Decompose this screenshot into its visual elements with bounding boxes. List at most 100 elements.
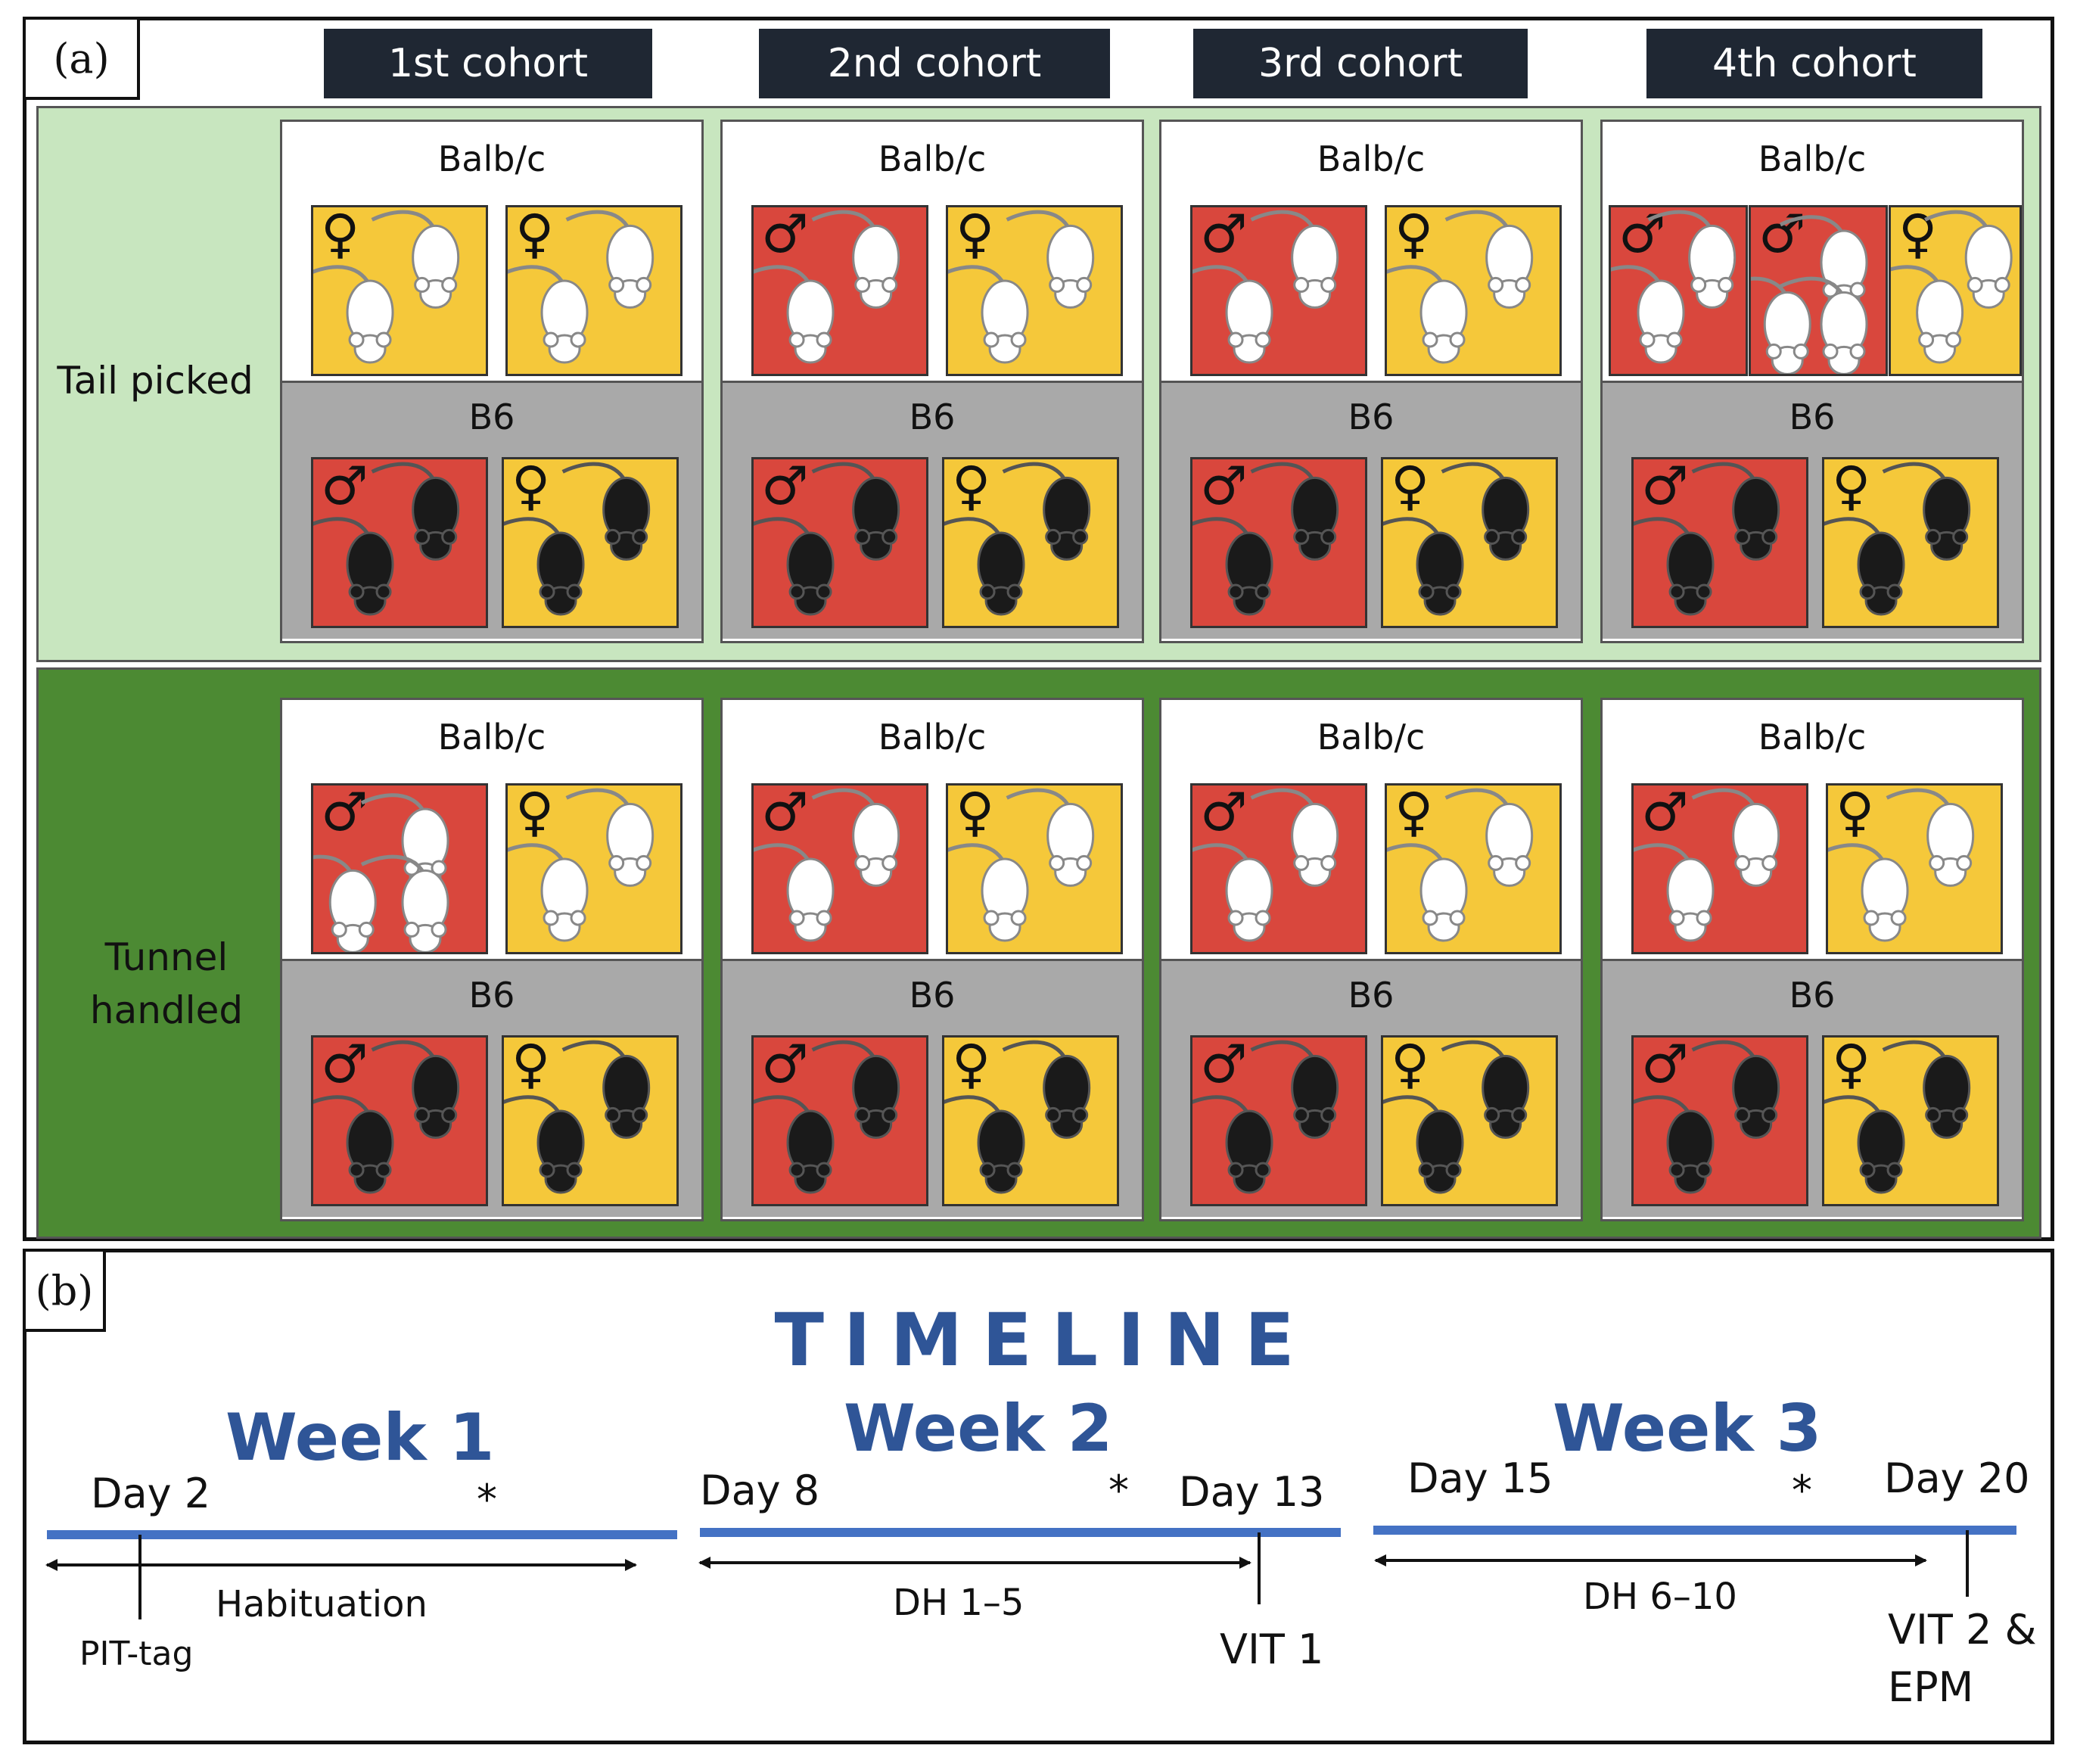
female-symbol-icon: ♀	[1832, 1033, 1871, 1095]
mice-group	[1192, 210, 1339, 364]
cohort-box: Balb/c ♂ ♀ B6 ♂ ♀	[720, 698, 1144, 1221]
cage-male: ♂	[311, 1033, 488, 1206]
balb-c-section: Balb/c♂♀	[1161, 700, 1581, 959]
albino-mouse-icon	[1387, 843, 1468, 942]
black-mouse-icon	[1691, 462, 1780, 561]
black-mouse-icon	[754, 517, 835, 616]
black-mouse-icon	[313, 517, 394, 616]
mice-group	[948, 210, 1095, 364]
black-mouse-icon	[944, 517, 1025, 616]
mice-group	[754, 462, 900, 616]
black-mouse-icon	[1250, 1040, 1339, 1139]
cohort-box: Balb/c♀♀B6♂♀	[280, 120, 704, 643]
balb-c-section: Balb/c♂♀	[282, 700, 701, 959]
cage-female: ♀	[1822, 1033, 1999, 1206]
mice-group	[1383, 462, 1530, 616]
black-mouse-icon	[754, 1095, 835, 1194]
albino-mouse-icon	[948, 265, 1029, 364]
black-mouse-icon	[504, 1095, 585, 1194]
black-mouse-icon	[1250, 462, 1339, 561]
balb-c-section: Balb/c ♂ ♀	[723, 700, 1142, 959]
span-label-dh1-5: DH 1–5	[893, 1582, 1025, 1624]
mice-group	[313, 793, 449, 952]
black-mouse-icon	[1882, 1040, 1971, 1139]
mice-group	[1634, 788, 1780, 942]
mice-group	[1192, 788, 1339, 942]
cage-male: ♂	[1631, 781, 1808, 954]
female-symbol-icon: ♀	[515, 203, 555, 265]
male-symbol-icon: ♂	[321, 455, 368, 517]
group-label-tunnel-handled: Tunnel handled	[53, 931, 280, 1037]
mice-group	[313, 210, 460, 364]
balb-c-section: Balb/c♂♂♀	[1603, 122, 2022, 381]
mice-group	[1751, 215, 1868, 374]
albino-mouse-icon	[1691, 788, 1780, 887]
cohort-box: Balb/c♂♀B6♂♀	[1159, 698, 1583, 1221]
panel-b-label: (b)	[23, 1249, 106, 1332]
cage-male: ♂	[751, 203, 928, 376]
mice-group	[1383, 1040, 1530, 1194]
albino-mouse-icon	[1444, 788, 1534, 887]
albino-mouse-icon	[1634, 843, 1715, 942]
strain-label-balb-c: Balb/c	[437, 717, 546, 758]
male-symbol-icon: ♂	[1641, 1033, 1689, 1095]
albino-mouse-icon	[1387, 265, 1468, 364]
albino-mouse-icon	[1192, 265, 1273, 364]
black-mouse-icon	[1192, 1095, 1273, 1194]
male-symbol-icon: ♂	[1641, 455, 1689, 517]
asterisk-marker: *	[477, 1476, 497, 1523]
male-symbol-icon: ♂	[1641, 781, 1689, 843]
albino-mouse-icon	[313, 265, 394, 364]
male-symbol-icon: ♂	[1200, 1033, 1248, 1095]
strain-label-balb-c: Balb/c	[1317, 717, 1426, 758]
black-mouse-icon	[811, 462, 900, 561]
cage-female: ♀	[1381, 455, 1558, 628]
mice-group	[1634, 462, 1780, 616]
cage-female: ♀	[1826, 781, 2003, 954]
black-mouse-icon	[561, 1040, 651, 1139]
b6-section: B6 ♂ ♀	[1603, 381, 2022, 639]
balb-c-section: Balb/c♀♀	[282, 122, 701, 381]
albino-mouse-icon	[1611, 265, 1685, 364]
b6-section: B6♂♀	[723, 381, 1142, 639]
mice-group	[1634, 1040, 1780, 1194]
black-mouse-icon	[1824, 1095, 1905, 1194]
b6-section: B6♂♀	[1161, 959, 1581, 1217]
week-3-label: Week 3	[1553, 1391, 1822, 1467]
strain-label-b6: B6	[1789, 397, 1836, 437]
albino-mouse-icon	[508, 843, 589, 942]
female-symbol-icon: ♀	[1391, 455, 1430, 517]
male-symbol-icon: ♂	[1200, 781, 1248, 843]
female-symbol-icon: ♀	[515, 781, 555, 843]
timeline-title: TIMELINE	[774, 1298, 1314, 1383]
cage-male: ♂	[751, 781, 928, 954]
balb-c-section: Balb/c ♂ ♀	[1603, 700, 2022, 959]
female-symbol-icon: ♀	[1395, 203, 1434, 265]
female-symbol-icon: ♀	[1832, 455, 1871, 517]
strain-label-b6: B6	[909, 975, 956, 1016]
male-symbol-icon: ♂	[761, 781, 809, 843]
cage-female: ♀	[311, 203, 488, 376]
mice-group	[1387, 210, 1534, 364]
male-symbol-icon: ♂	[1758, 203, 1806, 265]
mice-group	[944, 1040, 1091, 1194]
strain-label-balb-c: Balb/c	[878, 138, 987, 179]
cohort-header-1: 1st cohort	[324, 29, 652, 98]
event-label-epm: EPM	[1888, 1663, 1974, 1711]
female-symbol-icon: ♀	[956, 781, 995, 843]
black-mouse-icon	[1383, 517, 1464, 616]
albino-mouse-icon	[1886, 788, 1975, 887]
mice-group	[1192, 1040, 1339, 1194]
cage-female: ♀	[502, 1033, 679, 1206]
male-symbol-icon: ♂	[761, 1033, 809, 1095]
cage-male: ♂	[1609, 203, 1748, 376]
albino-mouse-icon	[1891, 265, 1964, 364]
female-symbol-icon: ♀	[952, 1033, 991, 1095]
strain-label-balb-c: Balb/c	[878, 717, 987, 758]
strain-label-balb-c: Balb/c	[1758, 717, 1867, 758]
mice-group	[1611, 210, 1737, 364]
female-symbol-icon: ♀	[1898, 203, 1938, 265]
female-symbol-icon: ♀	[952, 455, 991, 517]
panel-a-label: (a)	[23, 17, 140, 100]
